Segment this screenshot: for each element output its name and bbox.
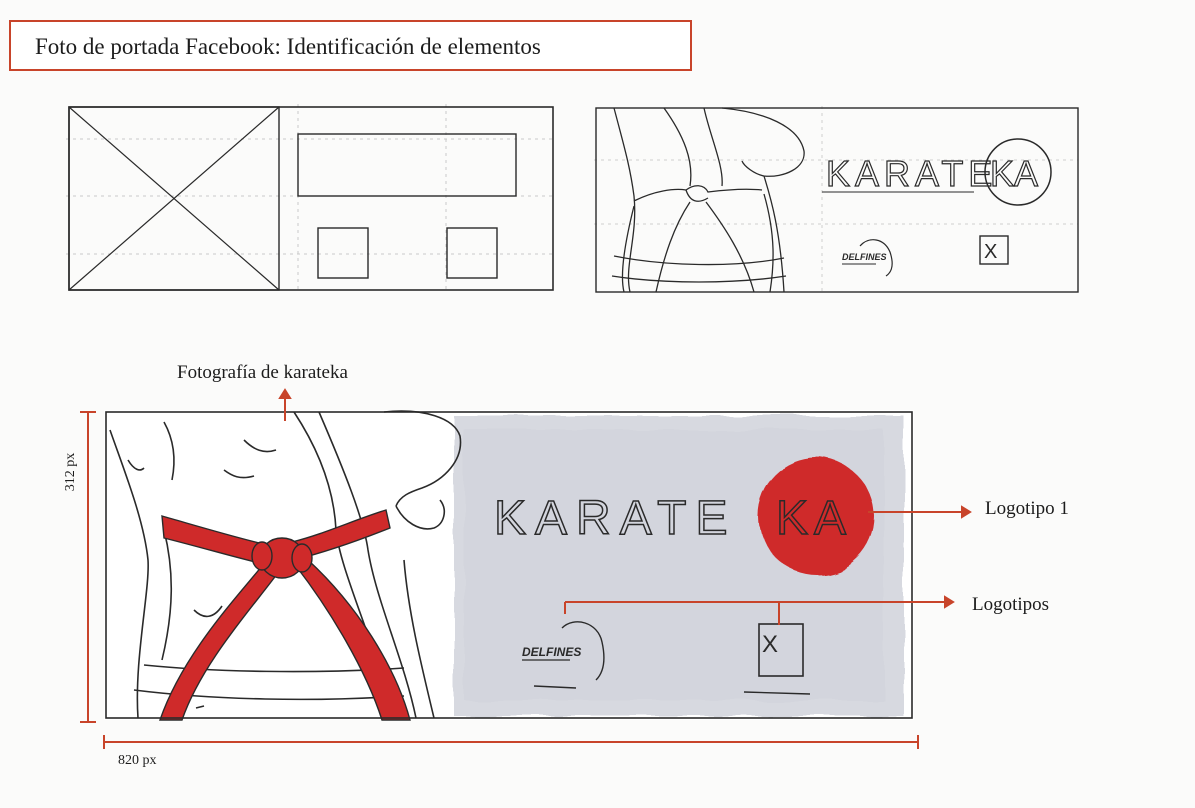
colored-sketch-frame: [105, 411, 913, 719]
ka-logo-circle: [758, 458, 874, 574]
delfines-logo-text: DELFINES: [522, 645, 581, 659]
placeholder-logo-x: X: [762, 631, 778, 658]
sketch-ka-text: KA: [990, 153, 1038, 194]
logo1-label: Logotipo 1: [985, 498, 1069, 519]
width-dimension-label: 820 px: [118, 753, 157, 768]
wireframe-logo-box-2: [446, 227, 498, 279]
colored-sketch: KARATE KA DELFINES X: [104, 410, 914, 721]
wireframe-sketch: [66, 104, 554, 291]
karateka-drawing: [109, 410, 462, 719]
photo-label: Fotografía de karateka: [177, 362, 348, 383]
placeholder-logo-box: [758, 623, 804, 677]
wireframe-image-placeholder: [68, 106, 280, 291]
height-dimension-label: 312 px: [63, 452, 78, 492]
logos-label: Logotipos: [972, 594, 1050, 615]
dolphin-shape: [561, 621, 605, 681]
line-sketch: KARATE KA DELFINES X: [594, 106, 1079, 293]
sketch-delfines-text: DELFINES: [842, 252, 887, 262]
line-sketch-frame: [595, 107, 1079, 293]
ka-logo-text: KA: [776, 492, 852, 545]
page-title: Foto de portada Facebook: Identificación…: [35, 34, 541, 59]
red-belt: [159, 509, 411, 721]
sketch-dolphin: [859, 239, 893, 277]
karate-wordmark: KARATE: [494, 492, 736, 545]
wireframe-title-block: [297, 133, 517, 197]
wireframe-logo-box-1: [317, 227, 369, 279]
sketch-ka-circle: [984, 138, 1052, 206]
title-box: Foto de portada Facebook: Identificación…: [9, 20, 692, 71]
sketch-karate-text: KARATE: [826, 153, 997, 194]
sketch-logo-x: X: [984, 241, 997, 263]
karateka-drawing-small: [611, 107, 805, 293]
sketch-logo-box: [979, 235, 1009, 265]
